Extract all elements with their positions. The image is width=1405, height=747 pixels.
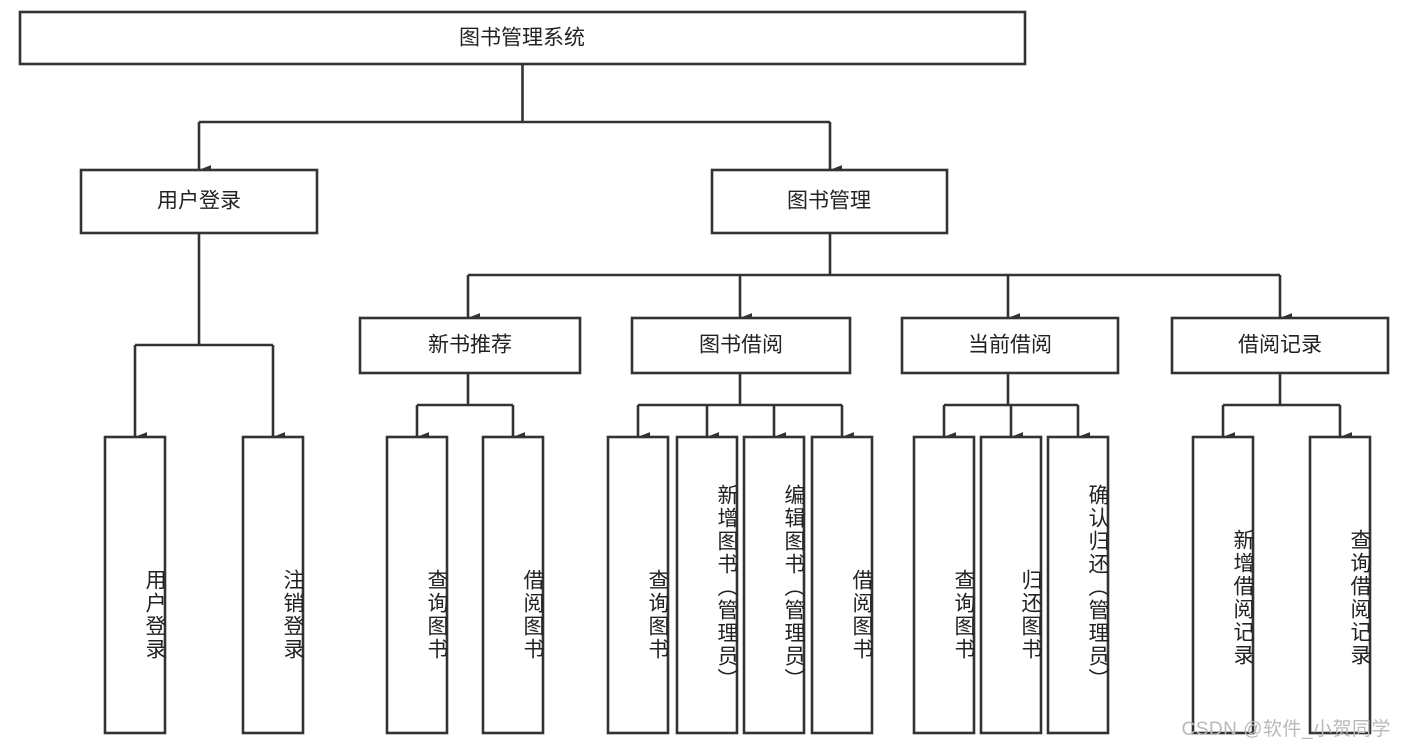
node-book-borrow-label: 图书借阅 (699, 334, 783, 357)
leaf-box-return-book[interactable] (979, 435, 1043, 735)
leaf-box-query-borrow-record[interactable] (1308, 435, 1372, 735)
node-book-manage[interactable]: 图书管理 (710, 168, 949, 235)
leaf-box-query-book-borrow[interactable] (606, 435, 670, 735)
node-root[interactable]: 图书管理系统 (18, 10, 1027, 66)
node-new-book-recommend-label: 新书推荐 (428, 334, 512, 357)
leaf-box-query-book-current[interactable] (912, 435, 976, 735)
node-book-manage-label: 图书管理 (787, 190, 871, 213)
connector-group-book-manage (466, 233, 1293, 323)
connector-group-new-book (415, 373, 526, 442)
leaf-box-borrow-book-new[interactable] (481, 435, 545, 735)
node-new-book-recommend[interactable]: 新书推荐 (358, 316, 582, 375)
node-book-manage-box[interactable] (710, 168, 949, 235)
leaf-box-user-login[interactable] (103, 435, 167, 735)
connector-group-user-login (133, 233, 286, 442)
node-root-label: 图书管理系统 (459, 27, 585, 50)
node-user-login[interactable]: 用户登录 (79, 168, 319, 235)
connector-group-borrow-record (1221, 373, 1353, 442)
leaf-box-add-borrow-record[interactable] (1191, 435, 1255, 735)
node-new-book-recommend-box[interactable] (358, 316, 582, 375)
leaf-box-query-book-new[interactable] (385, 435, 449, 735)
node-borrow-record[interactable]: 借阅记录 (1170, 316, 1390, 375)
leaf-box-borrow-book[interactable] (810, 435, 874, 735)
leaf-box-confirm-return-admin[interactable] (1046, 435, 1110, 735)
node-user-login-box[interactable] (79, 168, 319, 235)
leaf-box-add-book-admin[interactable] (675, 435, 739, 735)
node-book-borrow[interactable]: 图书借阅 (630, 316, 852, 375)
node-current-borrow[interactable]: 当前借阅 (900, 316, 1120, 375)
node-borrow-record-box[interactable] (1170, 316, 1390, 375)
node-current-borrow-label: 当前借阅 (968, 334, 1052, 357)
leaf-box-edit-book-admin[interactable] (742, 435, 806, 735)
node-user-login-label: 用户登录 (157, 190, 241, 213)
csdn-watermark: CSDN @软件_小贺同学 (1181, 719, 1391, 740)
connector-group-root (197, 64, 843, 175)
node-borrow-record-label: 借阅记录 (1238, 334, 1322, 357)
connector-group-borrow (636, 373, 855, 442)
connector-group-current-borrow (942, 373, 1091, 442)
node-book-borrow-box[interactable] (630, 316, 852, 375)
leaf-boxes (103, 435, 1372, 735)
leaf-box-logout[interactable] (241, 435, 305, 735)
node-root-box[interactable] (18, 10, 1027, 66)
node-current-borrow-box[interactable] (900, 316, 1120, 375)
